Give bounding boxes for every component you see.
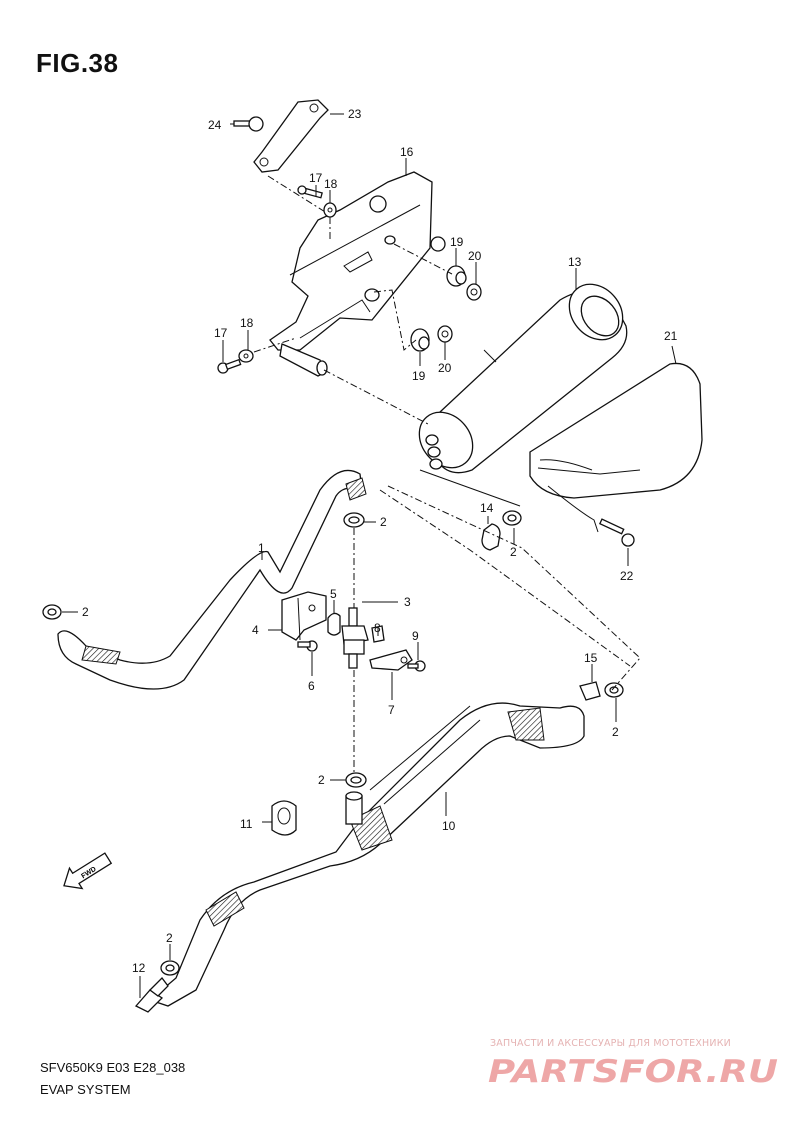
figure-title: FIG.38	[36, 48, 119, 78]
clamp-2-hose10-right	[604, 682, 624, 698]
callout-2-hose10-top: 2	[318, 773, 325, 787]
callout-2-canister: 2	[510, 545, 517, 559]
clamp-2-hose1-end	[42, 604, 62, 620]
callout-18-lower: 18	[240, 316, 254, 330]
cap-14	[481, 523, 501, 551]
clamp-2-hose10-top	[345, 772, 367, 788]
fwd-arrow-icon: FWD	[63, 852, 113, 890]
hose-1	[57, 469, 367, 690]
callout-9: 9	[412, 629, 419, 643]
canister-stub-pipe	[279, 343, 328, 377]
clamp-2-hose1-top	[343, 512, 365, 528]
bracket-4	[281, 591, 327, 641]
callout-22: 22	[620, 569, 634, 583]
grommet-5	[327, 612, 341, 636]
callout-13: 13	[568, 255, 582, 269]
clamp-2-canister	[502, 510, 522, 526]
valve-3	[341, 607, 369, 669]
bolt-6	[297, 640, 318, 652]
callout-3: 3	[404, 595, 411, 609]
callout-16: 16	[400, 145, 414, 159]
grommet-19-upper	[446, 265, 467, 287]
callout-5: 5	[330, 587, 337, 601]
callout-19-upper: 19	[450, 235, 464, 249]
washer-18-upper	[323, 202, 337, 218]
callout-6: 6	[308, 679, 315, 693]
callout-10: 10	[442, 819, 456, 833]
callout-12: 12	[132, 961, 146, 975]
canister-cover-21	[529, 362, 703, 533]
callout-2-hose1-end: 2	[82, 605, 89, 619]
screw-9	[407, 660, 426, 672]
hose-end-10-top	[345, 791, 363, 825]
joint-15	[579, 681, 601, 701]
callout-8: 8	[374, 621, 381, 635]
bolt-24	[233, 116, 264, 132]
bolt-17-lower	[217, 358, 242, 374]
collar-20-lower	[437, 325, 453, 343]
bolt-17-upper	[297, 185, 323, 199]
section-name: EVAP SYSTEM	[40, 1082, 131, 1097]
callout-1: 1	[258, 541, 265, 555]
canister-bracket-16	[269, 171, 446, 351]
callout-17-upper: 17	[309, 171, 323, 185]
fitting-12	[134, 977, 169, 1013]
callout-11: 11	[240, 817, 253, 831]
callout-23: 23	[348, 107, 362, 121]
watermark-logo: PARTSFOR.RU	[488, 1054, 778, 1088]
callout-20-upper: 20	[468, 249, 482, 263]
callout-20-lower: 20	[438, 361, 452, 375]
callout-24: 24	[208, 118, 222, 132]
bolt-22	[598, 518, 635, 547]
grommet-19-lower	[410, 328, 430, 352]
callout-14: 14	[480, 501, 494, 515]
collar-20-upper	[466, 283, 482, 301]
callout-2-hose10-bottom: 2	[166, 931, 173, 945]
watermark-caption: ЗАПЧАСТИ И АКСЕССУАРЫ ДЛЯ МОТОТЕХНИКИ	[490, 1038, 731, 1049]
washer-18-lower	[238, 349, 254, 363]
callout-15: 15	[584, 651, 598, 665]
clamp-7	[369, 649, 413, 671]
model-code: SFV650K9 E03 E28_038	[40, 1060, 186, 1075]
clip-11	[271, 800, 297, 836]
callout-2-hose10-right: 2	[612, 725, 619, 739]
callout-18-upper: 18	[324, 177, 338, 191]
clamp-2-hose10-bottom	[160, 960, 180, 976]
bracket-23	[253, 99, 329, 173]
watermark-logo-text: PARTSFOR.RU	[488, 1054, 778, 1088]
evap-canister-13	[418, 283, 628, 474]
callout-7: 7	[388, 703, 395, 717]
callout-21: 21	[664, 329, 678, 343]
callout-2-hose1-top: 2	[380, 515, 387, 529]
callout-4: 4	[252, 623, 259, 637]
callout-17-lower: 17	[214, 326, 228, 340]
hose-10	[148, 702, 585, 1007]
callout-19-lower: 19	[412, 369, 426, 383]
